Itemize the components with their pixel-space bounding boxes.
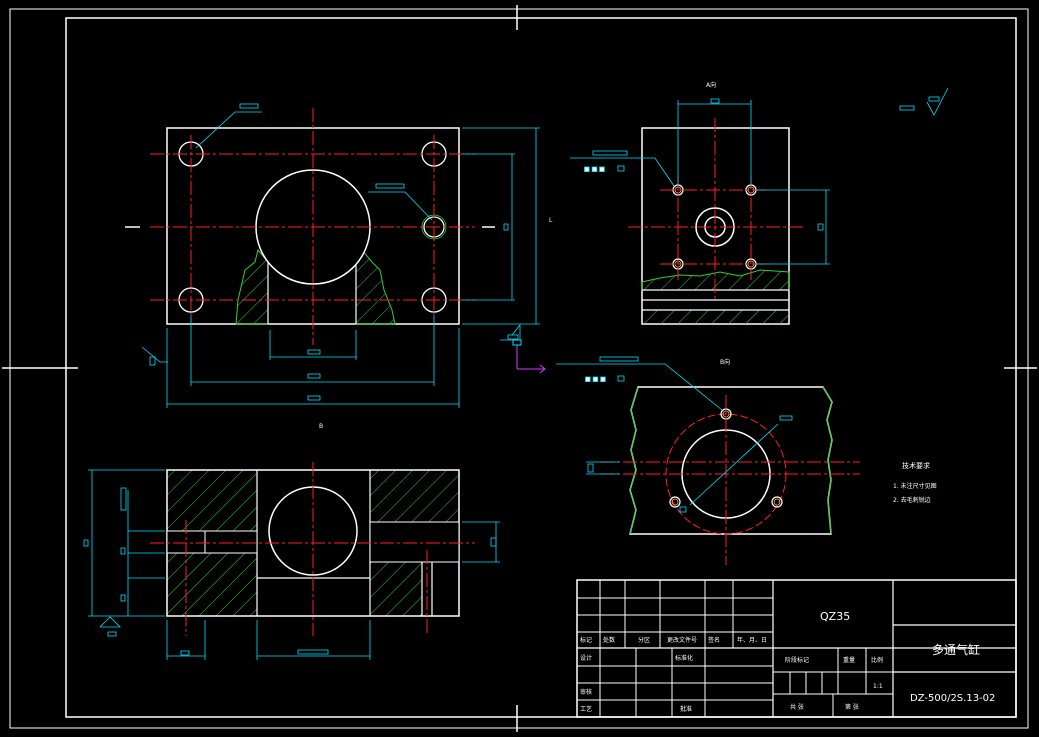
row-approve: 批准 bbox=[680, 705, 692, 713]
technical-requirements: 技术要求 1. 未注尺寸见图 2. 去毛刺锐边 bbox=[893, 461, 937, 504]
title-block bbox=[576, 579, 1017, 718]
svg-text:L: L bbox=[549, 217, 553, 224]
row-review: 审核 bbox=[580, 688, 592, 696]
section-label-b: B bbox=[319, 423, 323, 430]
svg-text:■ ■ ■: ■ ■ ■ bbox=[585, 376, 606, 383]
part-name: 多通气缸 bbox=[932, 642, 980, 657]
tech-req-item-1: 1. 未注尺寸见图 bbox=[893, 482, 937, 490]
side-view-a: A向 bbox=[570, 81, 830, 325]
weight-label: 重量 bbox=[843, 656, 855, 664]
ucs-icon bbox=[512, 339, 546, 374]
stage-mark: 阶段标记 bbox=[785, 656, 809, 664]
view-b: B向 ■ ■ ■ bbox=[556, 356, 860, 565]
row-standard: 标准化 bbox=[675, 654, 693, 662]
header-change-doc: 更改文件号 bbox=[667, 636, 697, 644]
section-view: B bbox=[83, 423, 500, 660]
header-mark: 标记 bbox=[580, 636, 592, 644]
material-text: QZ35 bbox=[820, 610, 850, 623]
tech-req-title: 技术要求 bbox=[902, 461, 930, 470]
front-view: L bbox=[125, 103, 553, 408]
sheet-border bbox=[2, 5, 1037, 732]
sheet-number: 第 张 bbox=[845, 703, 859, 711]
ratio-label: 比例 bbox=[871, 656, 883, 664]
header-count: 处数 bbox=[603, 636, 615, 644]
sheets-total: 共 张 bbox=[790, 703, 804, 711]
header-date: 年、月、日 bbox=[737, 636, 767, 644]
roughness-symbol bbox=[899, 87, 949, 116]
svg-text:■ ■ ■: ■ ■ ■ bbox=[584, 166, 605, 173]
drawing-number: DZ-500/2S.13-02 bbox=[910, 693, 995, 704]
header-signature: 签名 bbox=[708, 636, 720, 644]
row-design: 设计 bbox=[580, 654, 592, 662]
header-zone: 分区 bbox=[638, 636, 650, 644]
tech-req-item-2: 2. 去毛刺锐边 bbox=[893, 496, 931, 504]
scale-value: 1:1 bbox=[873, 683, 883, 690]
view-label-b: B向 bbox=[720, 358, 730, 366]
title-block-text: QZ35 多通气缸 DZ-500/2S.13-02 1:1 标记 处数 分区 更… bbox=[580, 610, 995, 713]
view-label-a: A向 bbox=[706, 81, 716, 89]
row-process: 工艺 bbox=[580, 705, 592, 713]
